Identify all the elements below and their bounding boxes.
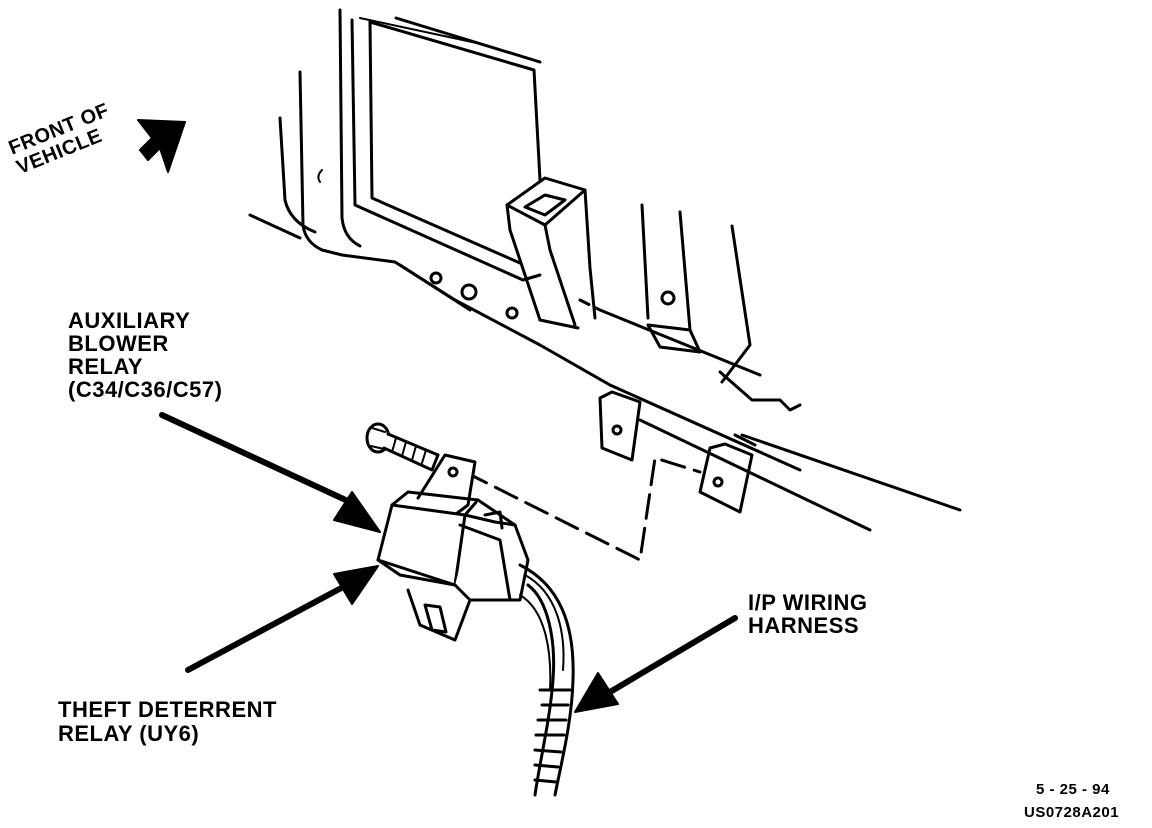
harness-label-line-2: HARNESS: [748, 613, 860, 639]
figure-code: US0728A201: [1024, 804, 1120, 821]
mounting-phantom-line: [463, 456, 702, 562]
auxiliary-blower-relay-arrow: [159, 412, 381, 533]
diagram-date: 5 - 25 - 94: [1036, 781, 1110, 798]
harness-label-line-1: I/P WIRING: [748, 590, 868, 615]
ip-wiring-harness-label: I/P WIRING HARNESS: [748, 591, 868, 637]
instrument-panel-structure: [248, 8, 962, 532]
theft-label-line-2: RELAY (UY6): [58, 721, 200, 747]
front-direction-arrow: [137, 119, 186, 173]
theft-label-line-1: THEFT DETERRENT: [58, 697, 277, 722]
ip-wiring-harness-arrow: [574, 615, 738, 713]
aux-label-line-2: BLOWER: [68, 331, 169, 357]
aux-label-line-1: AUXILIARY: [68, 308, 191, 333]
relay-assembly: [376, 453, 575, 797]
theft-deterrent-relay-arrow: [185, 565, 379, 673]
aux-label-line-4: (C34/C36/C57): [68, 377, 223, 403]
aux-label-line-3: RELAY: [68, 354, 144, 380]
mounting-bolt: [365, 422, 440, 472]
theft-deterrent-relay-label: THEFT DETERRENT RELAY (UY6): [58, 697, 277, 747]
auxiliary-blower-relay-label: AUXILIARY BLOWER RELAY (C34/C36/C57): [68, 309, 222, 401]
